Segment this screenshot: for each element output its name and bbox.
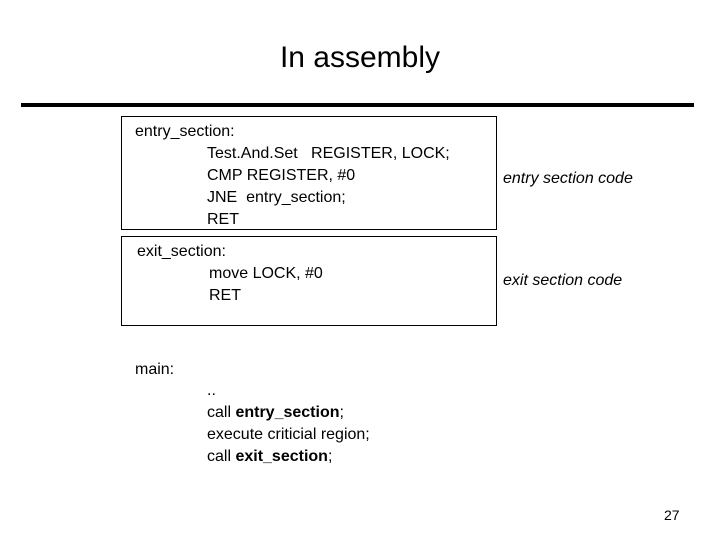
main-label: main: [135, 361, 175, 378]
slide-title: In assembly [279, 41, 441, 74]
page-number: 27 [664, 507, 680, 523]
call-keyword: call [207, 448, 236, 465]
call-terminator: ; [339, 404, 344, 421]
main-ellipsis: .. [207, 382, 216, 399]
title-divider [21, 103, 694, 107]
entry-section-box [121, 116, 497, 230]
exit-section-note: exit section code [503, 272, 623, 289]
entry-code-line: Test.And.Set REGISTER, LOCK; [207, 145, 450, 162]
call-keyword: call [207, 404, 236, 421]
main-execute-line: execute criticial region; [207, 426, 370, 443]
entry-code-line: RET [207, 211, 239, 228]
exit-section-box [121, 236, 497, 326]
main-call-entry-line: call entry_section; [207, 402, 344, 424]
exit-code-line: RET [209, 287, 241, 304]
entry-section-note: entry section code [503, 170, 633, 187]
entry-code-line: JNE entry_section; [207, 189, 346, 206]
call-exit-target: exit_section [235, 448, 328, 465]
call-terminator: ; [327, 448, 333, 465]
entry-code-line: CMP REGISTER, #0 [207, 167, 356, 184]
main-call-exit-line: call exit_section; [207, 446, 332, 468]
entry-section-label: entry_section: [135, 123, 235, 140]
call-entry-target: entry_section [235, 404, 340, 421]
exit-code-line: move LOCK, #0 [209, 265, 323, 282]
exit-section-label: exit_section: [137, 243, 226, 260]
